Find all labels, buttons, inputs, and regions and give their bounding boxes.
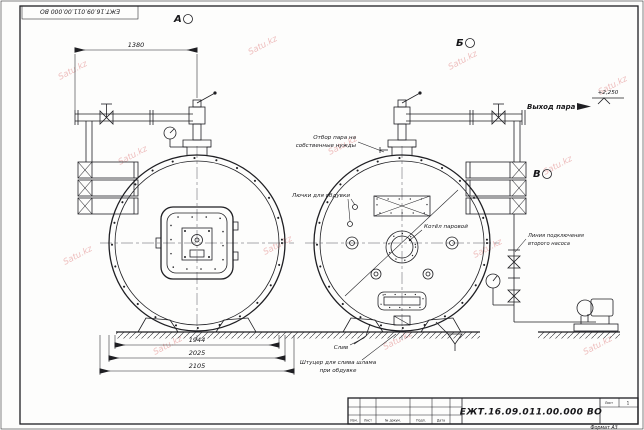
view-marker-a: А bbox=[173, 14, 182, 25]
pump-base bbox=[573, 323, 619, 332]
stamp-doc-number: ЕЖТ.16.09.011.00.000 ВО bbox=[40, 8, 120, 15]
title-sheet-label: Лист bbox=[605, 401, 613, 405]
steam-flow-arrow bbox=[577, 103, 591, 110]
title-block: Изм. Лист № докум. Подп. Дата ЕЖТ.16.09.… bbox=[347, 397, 639, 430]
right-boiler-view bbox=[305, 91, 527, 340]
title-doc-number: ЕЖТ.16.09.011.00.000 ВО bbox=[460, 408, 602, 418]
support-saddle bbox=[342, 317, 384, 333]
blow-hatch-fitting bbox=[352, 204, 358, 210]
safety-valve bbox=[188, 106, 206, 125]
tube-bundle-left bbox=[77, 161, 139, 215]
pump-line-label-2: второго насоса bbox=[528, 241, 570, 247]
view-marker-v-circle bbox=[542, 169, 552, 179]
support-saddle bbox=[420, 317, 462, 333]
valve-icon bbox=[507, 289, 521, 303]
sludge-label-2: при обдувке bbox=[320, 368, 357, 374]
watermark-text: Satu.kz bbox=[117, 144, 150, 168]
title-col-dokum: № докум. bbox=[385, 419, 401, 423]
view-marker-a-circle bbox=[183, 14, 193, 24]
blow-hatches-label: Лючки для обдувки bbox=[291, 193, 350, 199]
sight-hole bbox=[189, 249, 205, 258]
view-marker-b-circle bbox=[465, 38, 475, 48]
left-boiler-view bbox=[74, 91, 294, 340]
flange-bolt-circle bbox=[111, 157, 283, 329]
title-col-izm: Изм. bbox=[350, 419, 358, 423]
ground-line bbox=[116, 331, 620, 339]
safety-valve-lever bbox=[401, 92, 421, 104]
pump-line-label-1: Линия подключения bbox=[527, 233, 584, 239]
title-col-data: Дата bbox=[437, 419, 445, 423]
manhole-hatch bbox=[373, 195, 431, 217]
title-col-list: Лист bbox=[364, 419, 372, 423]
support-saddle bbox=[215, 317, 257, 333]
dim-top-width: 1380 bbox=[128, 41, 145, 49]
dim-overall-width: 2105 bbox=[189, 362, 206, 370]
title-sheet-number: 1 bbox=[627, 401, 630, 406]
flange-bolt-circle bbox=[316, 157, 488, 329]
steam-piping-right bbox=[406, 103, 526, 162]
watermark-text: Satu.kz bbox=[247, 34, 280, 58]
valve-icon bbox=[99, 110, 114, 125]
support-saddle bbox=[137, 317, 179, 333]
dim-diameter: 2025 bbox=[189, 349, 206, 357]
dimensions: 1380 1944 2025 2105 bbox=[74, 41, 295, 375]
door-latch bbox=[155, 237, 162, 249]
watermark-text: Satu.kz bbox=[542, 154, 575, 178]
format-label: Формат А3 bbox=[590, 425, 617, 430]
feed-pump-unit bbox=[485, 214, 619, 332]
tube-bundle-right bbox=[465, 161, 527, 215]
steam-dome bbox=[379, 91, 422, 156]
annotations: А Б В Выход пара +2,250 Отбор пара на со… bbox=[173, 14, 624, 374]
pump-volute bbox=[576, 299, 594, 317]
safety-valve-lever bbox=[196, 92, 216, 104]
watermark-text: Satu.kz bbox=[57, 59, 90, 83]
elevation-label: +2,250 bbox=[598, 90, 619, 96]
steam-piping-left bbox=[74, 103, 193, 162]
valve-icon bbox=[491, 110, 506, 125]
drain-funnel bbox=[447, 333, 463, 345]
steam-dome bbox=[182, 91, 217, 156]
door-hinge bbox=[232, 221, 239, 231]
elevation-mark bbox=[597, 97, 611, 105]
steam-outlet-label: Выход пара bbox=[527, 103, 576, 111]
sludge-label-1: Штуцер для слива шлама bbox=[300, 360, 377, 366]
drain-label: Слив bbox=[334, 345, 348, 351]
boiler-label: Котёл паровой bbox=[424, 224, 468, 230]
own-needs-label-2: собственные нужды bbox=[296, 143, 357, 149]
safety-valve bbox=[393, 106, 411, 125]
boiler-door bbox=[155, 206, 239, 280]
watermark-text: Satu.kz bbox=[62, 244, 95, 268]
top-left-stamp: ЕЖТ.16.09.011.00.000 ВО bbox=[21, 5, 139, 20]
valve-icon bbox=[507, 255, 521, 269]
burner-port bbox=[191, 234, 203, 246]
own-needs-label-1: Отбор пара на bbox=[313, 135, 356, 141]
pump-motor bbox=[590, 298, 614, 317]
burner-plate bbox=[181, 227, 213, 261]
blow-hatch-fitting bbox=[347, 221, 353, 227]
watermark-text: Satu.kz bbox=[472, 237, 505, 261]
view-marker-b: Б bbox=[456, 38, 464, 49]
title-col-podp: Подп. bbox=[416, 419, 426, 423]
rear-center-flange bbox=[385, 230, 419, 264]
view-marker-v: В bbox=[533, 169, 541, 180]
shell-fittings bbox=[345, 204, 459, 280]
watermark-text: Satu.kz bbox=[447, 49, 480, 73]
dim-inner-width: 1944 bbox=[189, 336, 206, 344]
door-hinge bbox=[232, 251, 239, 261]
bottom-hatch bbox=[377, 291, 427, 326]
